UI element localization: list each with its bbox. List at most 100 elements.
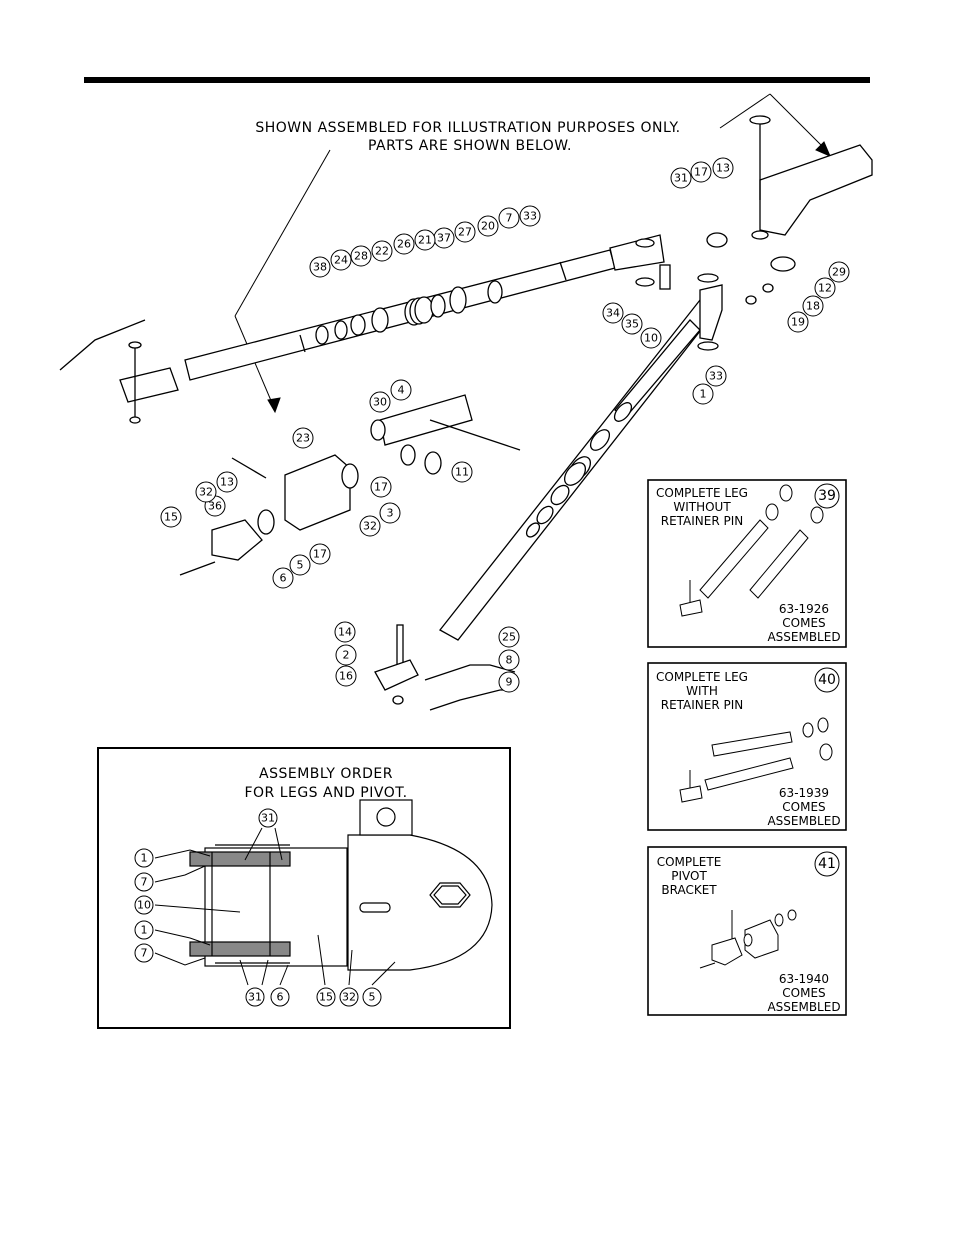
callout-16: 16 [335, 665, 357, 687]
callout-number: 14 [338, 626, 352, 639]
callout-number: 32 [363, 520, 377, 533]
kit-39-title-2: WITHOUT [673, 500, 731, 514]
callout-26: 26 [393, 233, 415, 255]
kit-39-title-3: RETAINER PIN [661, 514, 744, 528]
callout-number: 31 [248, 991, 262, 1004]
assembly-callout-31: 31 [245, 987, 265, 1007]
callout-38: 38 [309, 256, 331, 278]
callout-30: 30 [369, 391, 391, 413]
callout-number: 11 [455, 466, 469, 479]
callout-number: 13 [220, 476, 234, 489]
callout-4: 4 [390, 379, 412, 401]
callout-18: 18 [802, 295, 824, 317]
assembly-callout-32: 32 [339, 987, 359, 1007]
callout-number: 4 [398, 384, 405, 397]
callout-9: 9 [498, 671, 520, 693]
kit-box-40: COMPLETE LEG WITH RETAINER PIN 40 63-193… [647, 662, 847, 831]
callout-8: 8 [498, 649, 520, 671]
callout-13: 13 [712, 157, 734, 179]
callout-number: 1 [700, 388, 707, 401]
callout-17: 17 [370, 476, 392, 498]
kit-41-number: 41 [818, 856, 836, 872]
callout-number: 26 [397, 238, 411, 251]
callout-number: 24 [334, 254, 348, 267]
callout-number: 33 [709, 370, 723, 383]
callout-22: 22 [371, 240, 393, 262]
kit-40-title-3: RETAINER PIN [661, 698, 744, 712]
callout-21: 21 [414, 229, 436, 251]
callout-number: 30 [373, 396, 387, 409]
kit-40-part-2: COMES [782, 800, 825, 814]
callout-17: 17 [309, 543, 331, 565]
callout-number: 22 [375, 245, 389, 258]
callout-32: 32 [195, 481, 217, 503]
callout-7: 7 [498, 207, 520, 229]
callout-number: 35 [625, 318, 639, 331]
assembly-callout-top-31: 31 [258, 808, 278, 828]
callout-number: 23 [296, 432, 310, 445]
callout-number: 7 [506, 212, 513, 225]
callout-number: 12 [818, 282, 832, 295]
callout-number: 31 [261, 812, 275, 825]
assembly-callout-15: 15 [316, 987, 336, 1007]
kit-39-part-1: 63-1926 [779, 602, 829, 616]
callout-number: 32 [199, 486, 213, 499]
callout-6: 6 [272, 567, 294, 589]
callout-number: 15 [319, 991, 333, 1004]
assembly-callout-6: 6 [270, 987, 290, 1007]
header-rule [84, 77, 870, 83]
assembly-title-2: FOR LEGS AND PIVOT. [244, 785, 407, 801]
callout-17: 17 [690, 161, 712, 183]
callout-14: 14 [334, 621, 356, 643]
callout-23: 23 [292, 427, 314, 449]
callout-37: 37 [433, 227, 455, 249]
callout-27: 27 [454, 221, 476, 243]
callout-number: 31 [674, 172, 688, 185]
callout-number: 17 [694, 166, 708, 179]
kit-41-part-3: ASSEMBLED [767, 1000, 840, 1014]
callout-33: 33 [519, 205, 541, 227]
callout-number: 10 [137, 899, 151, 912]
callout-number: 6 [280, 572, 287, 585]
callout-20: 20 [477, 215, 499, 237]
callout-number: 20 [481, 220, 495, 233]
callout-number: 10 [644, 332, 658, 345]
callout-13: 13 [216, 471, 238, 493]
callout-number: 16 [339, 670, 353, 683]
header-note-line1: SHOWN ASSEMBLED FOR ILLUSTRATION PURPOSE… [255, 120, 680, 136]
callout-number: 17 [374, 481, 388, 494]
kit-box-39: COMPLETE LEG WITHOUT RETAINER PIN 39 63-… [647, 479, 847, 648]
callout-number: 6 [277, 991, 284, 1004]
callout-35: 35 [621, 313, 643, 335]
callout-number: 28 [354, 250, 368, 263]
callout-32: 32 [359, 515, 381, 537]
callout-number: 2 [343, 649, 350, 662]
callout-number: 3 [387, 507, 394, 520]
callout-19: 19 [787, 311, 809, 333]
callout-number: 29 [832, 266, 846, 279]
assembly-callout-7: 7 [134, 943, 154, 963]
kit-39-part-2: COMES [782, 616, 825, 630]
callout-number: 13 [716, 162, 730, 175]
kit-40-number: 40 [818, 672, 836, 688]
callout-number: 5 [369, 991, 376, 1004]
callout-11: 11 [451, 461, 473, 483]
assembly-title-1: ASSEMBLY ORDER [259, 766, 393, 782]
callout-number: 8 [506, 654, 513, 667]
kit-box-41: COMPLETE PIVOT BRACKET 41 63-1940 COMES … [647, 846, 847, 1016]
callout-28: 28 [350, 245, 372, 267]
kit-40-part-3: ASSEMBLED [767, 814, 840, 828]
callout-1: 1 [692, 383, 714, 405]
callout-number: 15 [164, 511, 178, 524]
kit-41-title-1: COMPLETE [657, 855, 722, 869]
assembly-callout-10: 10 [134, 895, 154, 915]
callout-number: 9 [506, 676, 513, 689]
callout-number: 19 [791, 316, 805, 329]
callout-number: 33 [523, 210, 537, 223]
header-note-line2: PARTS ARE SHOWN BELOW. [368, 138, 572, 154]
kit-40-title-1: COMPLETE LEG [656, 670, 748, 684]
kit-41-part-2: COMES [782, 986, 825, 1000]
assembly-callout-5: 5 [362, 987, 382, 1007]
